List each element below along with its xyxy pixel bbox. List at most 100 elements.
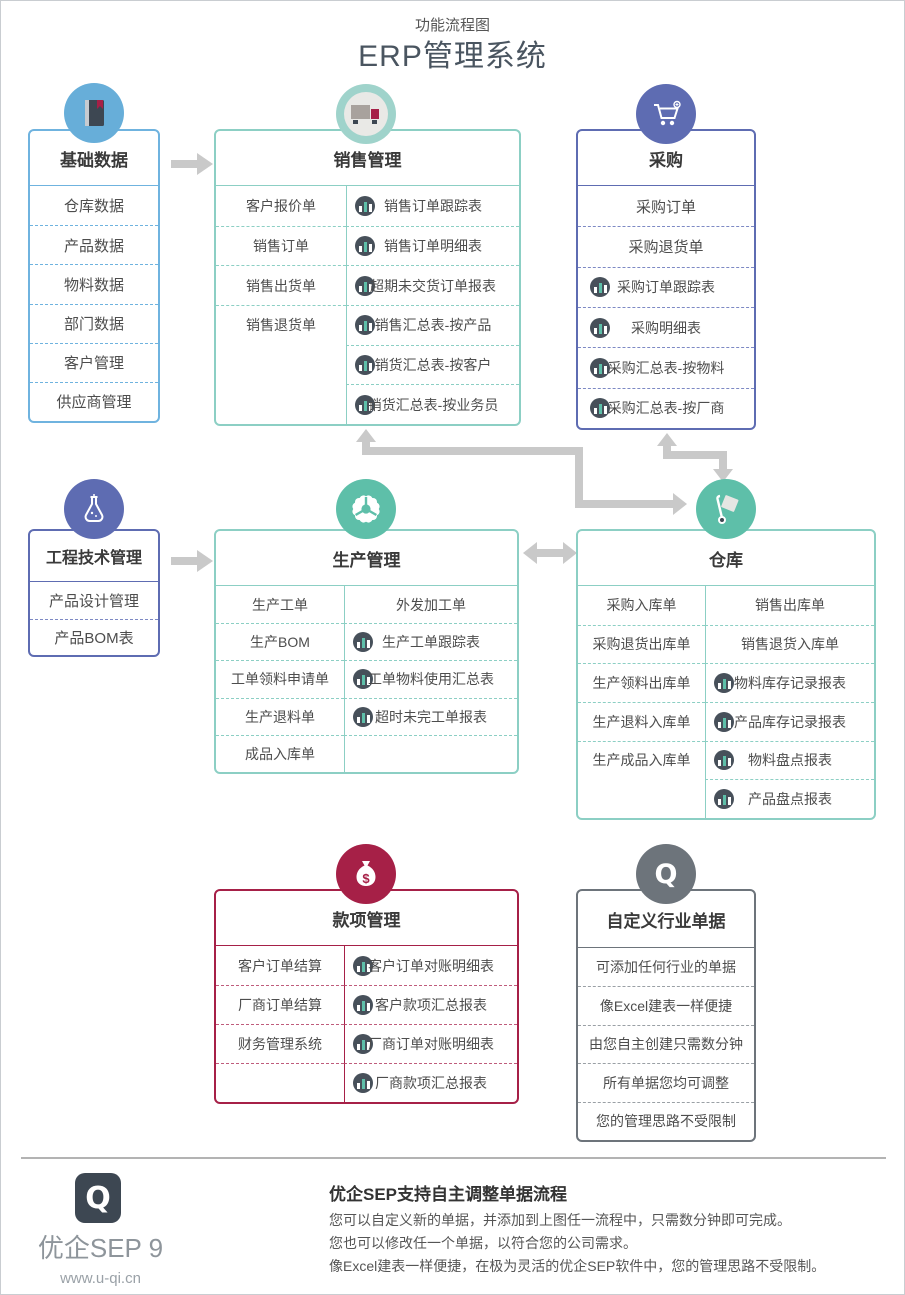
truck-icon: [336, 84, 396, 144]
bar-chart-icon: [355, 235, 375, 256]
bar-chart-icon: [355, 275, 375, 296]
list-item: 采购订单: [635, 198, 696, 216]
empty-cell: [578, 779, 705, 818]
brand-website-link[interactable]: www.u-qi.cn: [60, 1270, 141, 1287]
list-item: 采购退货单: [578, 226, 754, 266]
list-item: 可添加任何行业的单据: [596, 959, 736, 976]
bar-chart-icon: [353, 1073, 373, 1093]
svg-text:$: $: [362, 871, 370, 886]
sales-box: 销售管理 客户报价单 销售订单 销售出货单 销售退货单 销售订单跟踪表 销售订单…: [214, 129, 521, 426]
handtruck-icon: [696, 479, 756, 539]
bar-chart-icon: [714, 711, 734, 732]
list-item: 物料数据: [30, 264, 158, 303]
flask-icon: [64, 479, 124, 539]
empty-cell: [216, 384, 346, 424]
payment-title: 款项管理: [216, 891, 517, 946]
bar-chart-icon: [590, 277, 610, 298]
list-item: 生产工单: [252, 596, 308, 613]
q-logo-letter: Q: [654, 858, 678, 890]
engineering-box: 工程技术管理 产品设计管理 产品BOM表: [28, 529, 160, 657]
q-logo-icon: Q: [636, 844, 696, 904]
report-item: 客户订单对账明细表: [344, 946, 517, 985]
report-item: 客户款项汇总报表: [344, 985, 517, 1024]
payment-box: 款项管理 客户订单结算 厂商订单结算 财务管理系统 客户订单对账明细表 客户款项…: [214, 889, 519, 1104]
bar-chart-icon: [590, 317, 610, 338]
report-item: 销货汇总表-按业务员: [346, 384, 519, 424]
list-item: 仓库数据: [63, 198, 124, 216]
gear-icon: [336, 479, 396, 539]
list-item: 所有单据您均可调整: [578, 1063, 754, 1101]
footer-heading: 优企SEP支持自主调整单据流程: [329, 1185, 568, 1204]
bar-chart-icon: [353, 632, 373, 653]
purchase-box: 采购 采购订单 采购退货单 采购订单跟踪表 采购明细表 采购汇总表-按物料 采购…: [576, 129, 756, 430]
bar-chart-icon: [353, 955, 373, 976]
bar-chart-icon: [355, 195, 375, 216]
list-item: 客户报价单: [246, 197, 316, 214]
list-item: 由您自主创建只需数分钟: [578, 1024, 754, 1063]
list-item: 采购入库单: [606, 597, 677, 614]
bar-chart-icon: [355, 354, 375, 375]
bar-chart-icon: [355, 394, 375, 415]
book-icon: [64, 83, 124, 143]
bar-chart-icon: [353, 1034, 373, 1054]
report-item: 物料盘点报表: [705, 740, 874, 780]
production-title: 生产管理: [216, 531, 517, 586]
report-item: 销售订单跟踪表: [346, 186, 519, 226]
list-item: 客户管理: [30, 342, 158, 382]
list-item: 生产领料出库单: [578, 663, 705, 702]
list-item: 生产成品入库单: [578, 740, 705, 780]
list-item: 销售出库单: [705, 586, 874, 625]
report-item: 销货汇总表-按客户: [346, 344, 519, 385]
warehouse-box: 仓库 采购入库单 采购退货出库单 生产领料出库单 生产退料入库单 生产成品入库单…: [576, 529, 876, 820]
list-item: 销售退货入库单: [705, 624, 874, 664]
footer-line: 您可以自定义新的单据，并添加到上图任一流程中，只需数分钟即可完成。: [329, 1212, 791, 1228]
list-item: 外发加工单: [344, 586, 517, 624]
cart-icon: [636, 84, 696, 144]
list-item: 销售退货单: [216, 305, 346, 345]
bar-chart-icon: [714, 789, 734, 810]
report-item: 超期未交货订单报表: [346, 265, 519, 305]
list-item: 采购退货出库单: [578, 624, 705, 664]
report-item: 采购明细表: [578, 306, 754, 347]
empty-cell: [216, 345, 346, 385]
list-item: 生产退料入库单: [578, 702, 705, 741]
empty-cell: [344, 734, 517, 772]
sales-title: 销售管理: [216, 131, 519, 186]
production-box: 生产管理 生产工单 生产BOM 工单领料申请单 生产退料单 成品入库单 外发加工…: [214, 529, 519, 774]
report-item: 工单物料使用汇总表: [344, 660, 517, 698]
list-item: 客户订单结算: [238, 957, 322, 974]
basic-data-box: 基础数据 仓库数据 产品数据 物料数据 部门数据 客户管理 供应商管理: [28, 129, 160, 423]
brand-name: 优企SEP 9: [37, 1233, 164, 1263]
list-item: 供应商管理: [30, 381, 158, 421]
report-item: 超时未完工单报表: [344, 697, 517, 735]
footer-line: 您也可以修改任一个单据，以符合您的公司需求。: [329, 1235, 637, 1251]
list-item: 财务管理系统: [216, 1024, 344, 1063]
report-item: 销售订单明细表: [346, 225, 519, 266]
footer-divider: [21, 1157, 886, 1159]
brand-logo-letter: Q: [85, 1180, 111, 1216]
list-item: 产品数据: [30, 225, 158, 264]
bar-chart-icon: [353, 706, 373, 727]
list-item: 部门数据: [30, 303, 158, 343]
list-item: 像Excel建表一样便捷: [578, 986, 754, 1024]
list-item: 您的管理思路不受限制: [578, 1101, 754, 1140]
bar-chart-icon: [714, 673, 734, 694]
bar-chart-icon: [353, 995, 373, 1015]
list-item: 销售出货单: [216, 265, 346, 305]
report-item: 生产工单跟踪表: [344, 623, 517, 661]
list-item: 成品入库单: [216, 734, 344, 772]
report-item: 采购订单跟踪表: [578, 266, 754, 307]
bar-chart-icon: [714, 750, 734, 771]
bar-chart-icon: [355, 315, 375, 336]
report-item: 采购汇总表-按厂商: [578, 387, 754, 428]
page-subtitle: 功能流程图: [414, 17, 490, 34]
list-item: 生产退料单: [216, 697, 344, 735]
report-item: 物料库存记录报表: [705, 663, 874, 702]
report-item: 产品库存记录报表: [705, 702, 874, 741]
bar-chart-icon: [590, 398, 610, 419]
engineering-title: 工程技术管理: [30, 531, 158, 582]
list-item: 产品设计管理: [48, 592, 139, 610]
report-item: 产品盘点报表: [705, 779, 874, 818]
custom-docs-box: 自定义行业单据 可添加任何行业的单据 像Excel建表一样便捷 由您自主创建只需…: [576, 889, 756, 1142]
